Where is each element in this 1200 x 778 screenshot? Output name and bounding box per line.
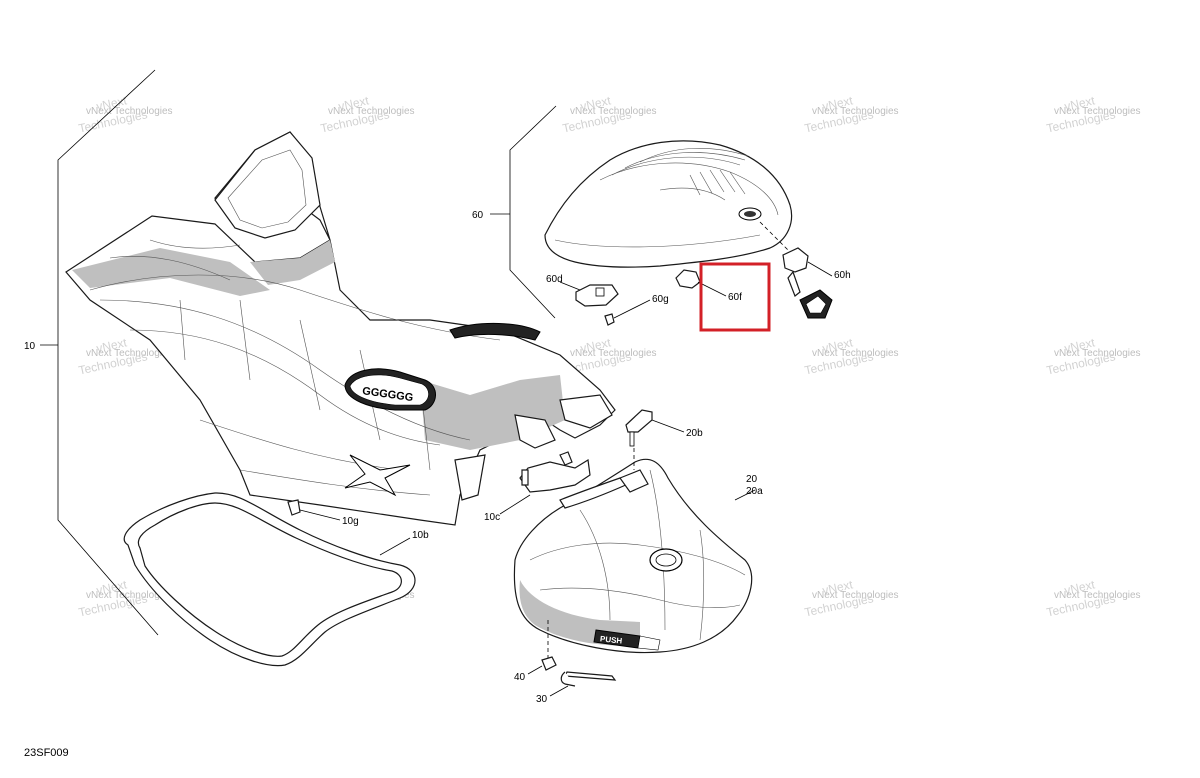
part-40-nut: 40	[514, 656, 557, 683]
callout-10b: 10b	[412, 530, 429, 541]
svg-text:vNext: vNext	[1063, 93, 1097, 113]
svg-text:vNext Technologies: vNext Technologies	[86, 590, 173, 601]
svg-text:vNext: vNext	[95, 335, 129, 355]
svg-text:vNext: vNext	[95, 577, 129, 597]
svg-text:vNext: vNext	[337, 93, 371, 113]
part-60-storage-lid	[544, 140, 793, 268]
svg-text:vNext Technologies: vNext Technologies	[1054, 590, 1141, 601]
svg-text:vNext: vNext	[1063, 335, 1097, 355]
seat-grip-pad	[449, 323, 541, 341]
svg-text:vNext Technologies: vNext Technologies	[86, 348, 173, 359]
callout-60d: 60d	[546, 274, 563, 285]
callout-10g: 10g	[342, 516, 359, 527]
svg-text:vNext Technologies: vNext Technologies	[86, 106, 173, 117]
svg-text:vNext Technologies: vNext Technologies	[570, 106, 657, 117]
highlight-box-60f	[699, 262, 771, 332]
part-60h-latch: 60h	[782, 247, 851, 319]
part-10g-screw: 10g	[287, 499, 359, 527]
svg-text:vNext: vNext	[95, 93, 129, 113]
part-60f-clip: 60f	[675, 262, 771, 332]
svg-text:vNext Technologies: vNext Technologies	[812, 590, 899, 601]
watermark: vNext vNext Technologies Technologies	[319, 93, 414, 135]
seat-front-cowl	[214, 131, 321, 239]
callout-10: 10	[24, 341, 36, 352]
seat-shade-stripe	[250, 240, 335, 285]
callout-30: 30	[536, 694, 548, 705]
watermark: vNext vNext Technologies Technologies	[803, 335, 898, 377]
callout-60g: 60g	[652, 294, 669, 305]
svg-text:vNext Technologies: vNext Technologies	[328, 106, 415, 117]
svg-text:vNext: vNext	[821, 577, 855, 597]
callout-10c: 10c	[484, 512, 500, 523]
part-30-pin: 30	[536, 671, 617, 705]
group-bracket-10	[40, 69, 159, 636]
group-bracket-60: 60	[472, 105, 557, 319]
callout-20b: 20b	[686, 428, 703, 439]
diagram-id: 23SF009	[24, 747, 69, 759]
svg-text:vNext: vNext	[579, 93, 613, 113]
part-60g-screw: 60g	[604, 294, 669, 326]
part-10b-seal: 10b	[123, 492, 429, 667]
seat-front-window	[227, 149, 307, 229]
watermark: vNext vNext Technologies Technologies	[803, 93, 898, 135]
watermark: vNext vNext Technologies Technologies	[1045, 577, 1140, 619]
lid-grip-ribs	[689, 169, 746, 196]
svg-text:vNext Technologies: vNext Technologies	[812, 106, 899, 117]
svg-text:vNext: vNext	[821, 335, 855, 355]
svg-text:vNext Technologies: vNext Technologies	[1054, 106, 1141, 117]
part-20b-latch: 20b	[625, 409, 703, 447]
callout-20: 20	[746, 474, 758, 485]
callout-40: 40	[514, 672, 526, 683]
seat-shade-stripe	[72, 248, 270, 296]
callout-20a: 20a	[746, 486, 763, 497]
part-20-storage-bin: PUSH 20 20a	[513, 448, 763, 658]
seat-rear-bracket	[454, 394, 613, 501]
callout-60f: 60f	[728, 292, 742, 303]
main-seat-assembly: GGGGGG	[65, 131, 616, 526]
bin-push-label: PUSH	[593, 629, 661, 651]
svg-text:vNext Technologies: vNext Technologies	[1054, 348, 1141, 359]
x-logo	[344, 454, 411, 497]
part-10c-bracket: 10c	[484, 451, 591, 523]
svg-text:vNext: vNext	[821, 93, 855, 113]
bin-hinge	[619, 469, 649, 493]
watermark: vNext vNext Technologies Technologies	[561, 93, 656, 135]
part-60d-hinge: 60d	[546, 274, 619, 307]
svg-text:vNext: vNext	[1063, 577, 1097, 597]
callout-60: 60	[472, 210, 484, 221]
svg-text:vNext Technologies: vNext Technologies	[812, 348, 899, 359]
svg-text:vNext Technologies: vNext Technologies	[570, 348, 657, 359]
seat-badge: GGGGGG	[344, 368, 436, 411]
watermark: vNext vNext Technologies Technologies	[1045, 93, 1140, 135]
callout-60h: 60h	[834, 270, 851, 281]
svg-text:PUSH: PUSH	[600, 634, 623, 645]
watermark: vNext vNext Technologies Technologies	[803, 577, 898, 619]
svg-text:vNext: vNext	[579, 335, 613, 355]
watermark: vNext vNext Technologies Technologies	[1045, 335, 1140, 377]
